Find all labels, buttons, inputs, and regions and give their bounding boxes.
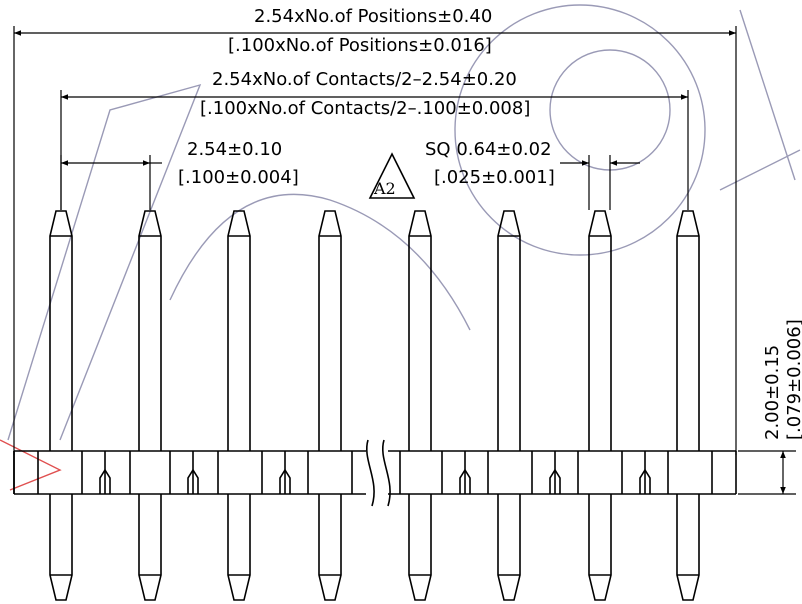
pin bbox=[408, 210, 432, 601]
pin bbox=[318, 210, 342, 601]
height-dimension: 2.00±0.15 [.079±0.006] bbox=[738, 319, 802, 495]
revision-tag: A2 bbox=[373, 179, 396, 198]
pin bbox=[227, 210, 251, 601]
housing-notch bbox=[639, 468, 651, 494]
pins bbox=[49, 210, 700, 601]
pin-square-dimension: SQ 0.64±0.02 [.025±0.001] bbox=[425, 139, 640, 210]
pitch-dimension: 2.54±0.10 [.100±0.004] bbox=[60, 139, 299, 210]
break-symbol bbox=[366, 439, 391, 507]
housing bbox=[13, 439, 737, 507]
pin bbox=[138, 210, 162, 601]
housing-notch bbox=[279, 468, 291, 494]
overall-length-dimension: 2.54xNo.of Positions±0.40 [.100xNo.of Po… bbox=[13, 6, 737, 455]
pin-square-mm: SQ 0.64±0.02 bbox=[425, 139, 552, 160]
height-mm: 2.00±0.15 bbox=[762, 345, 783, 440]
pin bbox=[588, 210, 612, 601]
pin-square-in: [.025±0.001] bbox=[434, 167, 555, 188]
height-in: [.079±0.006] bbox=[784, 319, 802, 440]
revision-triangle: A2 bbox=[368, 152, 416, 199]
overall-length-mm: 2.54xNo.of Positions±0.40 bbox=[254, 6, 492, 27]
pin bbox=[497, 210, 521, 601]
pin bbox=[49, 210, 73, 601]
pin bbox=[676, 210, 700, 601]
housing-notch bbox=[459, 468, 471, 494]
housing-notch bbox=[549, 468, 561, 494]
overall-length-in: [.100xNo.of Positions±0.016] bbox=[228, 35, 492, 56]
housing-notch bbox=[187, 468, 199, 494]
pitch-mm: 2.54±0.10 bbox=[187, 139, 282, 160]
pitch-in: [.100±0.004] bbox=[178, 167, 299, 188]
contacts-span-dimension: 2.54xNo.of Contacts/2–2.54±0.20 [.100xNo… bbox=[60, 69, 689, 210]
housing-notch bbox=[99, 468, 111, 494]
contacts-span-mm: 2.54xNo.of Contacts/2–2.54±0.20 bbox=[212, 69, 517, 90]
contacts-span-in: [.100xNo.of Contacts/2–.100±0.008] bbox=[200, 98, 530, 119]
